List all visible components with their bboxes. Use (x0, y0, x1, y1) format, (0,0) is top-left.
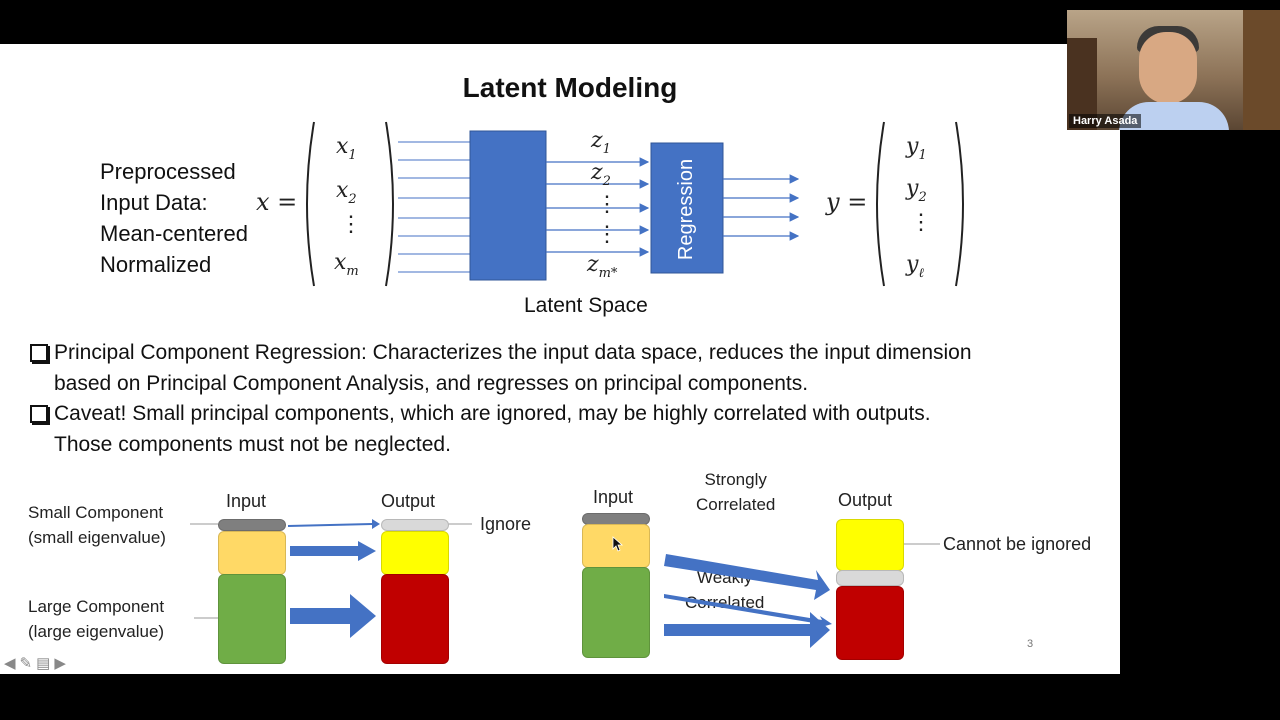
webcam-video-tile[interactable]: Harry Asada (1067, 10, 1280, 130)
arrow-left-icon[interactable]: ◀ (4, 655, 16, 672)
latent-network-diagram (398, 130, 800, 281)
z-dots: ⋮ (596, 192, 618, 217)
bullet-caveat: Caveat! Small principal components, whic… (30, 398, 931, 460)
xm: xm (334, 250, 359, 279)
z1: z1 (591, 128, 611, 157)
small-component-label: Small Component (small eigenvalue) (28, 503, 166, 547)
regression-label: Regression (675, 158, 698, 260)
bullet-text: Caveat! Small principal components, whic… (54, 402, 931, 425)
z-dots: ⋮ (596, 222, 618, 247)
person-head (1139, 32, 1197, 104)
output-yellow-bar (381, 531, 449, 575)
strongly-correlated-label: Strongly Correlated (696, 470, 776, 514)
output-red-bar (381, 574, 449, 664)
pen-icon[interactable]: ✎ (19, 655, 33, 672)
regression-block: Regression (651, 144, 723, 274)
menu-icon[interactable]: ▤ (36, 655, 51, 672)
output-red-bar (836, 586, 904, 660)
input-large-bar (218, 574, 286, 664)
checkbox-bullet-icon (30, 344, 48, 363)
bullet-text: Those components must not be neglected. (54, 433, 451, 456)
input-desc-line: Input Data: (100, 190, 208, 215)
input-description: Preprocessed Input Data: Mean-centered N… (100, 156, 248, 280)
input-desc-line: Mean-centered (100, 221, 248, 246)
output-yellow-bar (836, 519, 904, 571)
mouse-pointer-icon (612, 536, 624, 552)
input-desc-line: Preprocessed (100, 159, 236, 184)
input-small-bar (218, 519, 286, 531)
page-number: 3 (1027, 638, 1034, 650)
input-label: Input (226, 491, 267, 511)
latent-space-label: Latent Space (524, 294, 648, 317)
large-component-label: Large Component (large eigenvalue) (28, 597, 165, 641)
bullet-pcr: Principal Component Regression: Characte… (30, 337, 972, 399)
y-vector-brackets (876, 121, 964, 287)
output-ignored-bar (381, 519, 449, 531)
slide-nav-toolbar: ◀ ✎ ▤ ▶ (4, 654, 66, 672)
bullet-text: Principal Component Regression: Characte… (54, 341, 972, 364)
output-gray-bar (836, 570, 904, 586)
arrow-right-icon[interactable]: ▶ (54, 655, 66, 672)
slide: Latent Modeling Preprocessed Input Data:… (0, 44, 1120, 674)
right-pca-diagram (664, 543, 940, 648)
x-dots: ⋮ (340, 212, 362, 237)
x-vector-brackets (306, 121, 394, 287)
zm: zm* (587, 252, 618, 281)
bullet-text: based on Principal Component Analysis, a… (54, 372, 809, 395)
y-equals: y = (826, 188, 868, 216)
y2: y2 (906, 176, 927, 205)
checkbox-bullet-icon (30, 405, 48, 424)
input-mid-bar (218, 531, 286, 575)
input-desc-line: Normalized (100, 252, 212, 277)
x-equals: x = (256, 188, 298, 216)
y-dots: ⋮ (910, 210, 932, 235)
input-large-bar (582, 567, 650, 658)
z2: z2 (591, 160, 611, 189)
x2: x2 (336, 178, 357, 207)
x1: x1 (336, 134, 357, 163)
cannot-be-ignored-label: Cannot be ignored (943, 534, 1092, 554)
input-label: Input (593, 487, 634, 507)
participant-name: Harry Asada (1069, 114, 1142, 128)
y1: y1 (906, 134, 927, 163)
yl: yℓ (906, 252, 924, 281)
left-pca-diagram (190, 519, 472, 638)
slide-title: Latent Modeling (462, 72, 678, 103)
output-label: Output (381, 491, 436, 511)
output-label: Output (838, 490, 893, 510)
bookshelf-right (1243, 10, 1280, 130)
ignore-label: Ignore (480, 514, 532, 534)
